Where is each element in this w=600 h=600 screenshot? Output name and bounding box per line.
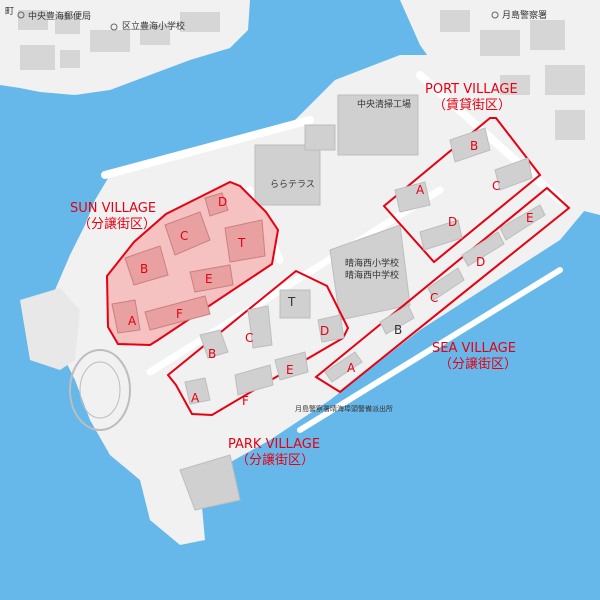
park-block-label-c: C [245, 331, 253, 345]
police-icon [491, 11, 499, 19]
track-outer [69, 349, 131, 431]
school-building [329, 224, 411, 321]
port-block-label-a: A [416, 183, 425, 197]
cleaning-plant-label: 中央清掃工場 [357, 98, 411, 110]
sea-village-buildings [324, 204, 546, 383]
lala-terrace-building [254, 144, 321, 206]
village-name-labels: SUN VILLAGE （分譲街区） PORT VILLAGE （賃貸街区） S… [70, 82, 518, 468]
track-inner [79, 361, 121, 419]
context-buildings [179, 94, 419, 511]
port-block-label-d: D [448, 215, 457, 229]
sea-block-label-e: E [526, 211, 534, 225]
sea-village-name: SEA VILLAGE [432, 341, 516, 356]
sea-block-label-a: A [347, 361, 356, 375]
sun-block-label-a: A [128, 314, 137, 328]
sun-block-label-t: T [237, 236, 246, 250]
port-village-type: （賃貸街区） [433, 97, 511, 113]
sun-village-type: （分譲街区） [78, 216, 156, 232]
park-block-label-t: T [287, 295, 296, 309]
police-bottom-label: 月島警察署晴海埠頭警備派出所 [295, 404, 393, 413]
place-labels: 区立豊海小学校 月島警察署 中央清掃工場 ららテラス 晴海西小学校 晴海西中学校… [5, 7, 547, 413]
sun-block-label-c: C [180, 229, 188, 243]
park-village-block-labels: T C B D E F A [191, 295, 329, 408]
map-icons [17, 11, 499, 31]
school-top-label: 区立豊海小学校 [122, 20, 185, 32]
sea-block-label-b: B [394, 323, 402, 337]
sea-village-type: （分譲街区） [439, 356, 517, 372]
pier-west [20, 288, 80, 370]
port-village-block-labels: B C A D [416, 139, 500, 229]
park-block-label-a: A [191, 391, 200, 405]
sun-block-label-b: B [140, 262, 148, 276]
sea-village-block-labels: A B C D E [347, 211, 534, 375]
park-block-label-f: F [242, 394, 249, 408]
lala-terrace-label: ららテラス [270, 179, 315, 190]
sun-village-name: SUN VILLAGE [70, 201, 156, 216]
park-village-type: （分譲街区） [236, 452, 314, 468]
harumi-middle-label: 晴海西中学校 [345, 269, 399, 281]
roads [101, 71, 564, 433]
school-icon [110, 23, 118, 31]
northwest-buildings [18, 10, 220, 70]
park-block-label-d: D [320, 324, 329, 338]
park-village-area[interactable] [166, 269, 350, 417]
sun-block-label-d: D [218, 195, 227, 209]
park-block-label-b: B [208, 347, 216, 361]
port-block-label-c: C [492, 179, 500, 193]
sea-block-label-d: D [476, 255, 485, 269]
sun-block-label-f: F [176, 307, 183, 321]
post-office-icon [17, 11, 25, 19]
sun-village-block-labels: D C B T E F A [128, 195, 246, 328]
island [50, 55, 585, 545]
park-block-label-e: E [286, 363, 294, 377]
sun-block-label-e: E [205, 272, 213, 286]
harumi-elem-label: 晴海西小学校 [345, 257, 399, 269]
park-village-name: PARK VILLAGE [228, 437, 320, 452]
edge-label: 町 [5, 7, 14, 17]
sea-block-label-c: C [430, 291, 438, 305]
post-office-label: 中央豊海郵便局 [28, 10, 91, 22]
northeast-buildings [440, 10, 585, 140]
park-village-buildings [184, 289, 345, 405]
port-village-buildings [394, 127, 533, 251]
sun-village-buildings [111, 192, 266, 334]
sun-village-area[interactable] [105, 180, 280, 347]
port-village-name: PORT VILLAGE [425, 82, 518, 97]
port-block-label-b: B [470, 139, 478, 153]
police-top-label: 月島警察署 [502, 9, 547, 21]
cleaning-plant-building [337, 94, 419, 156]
